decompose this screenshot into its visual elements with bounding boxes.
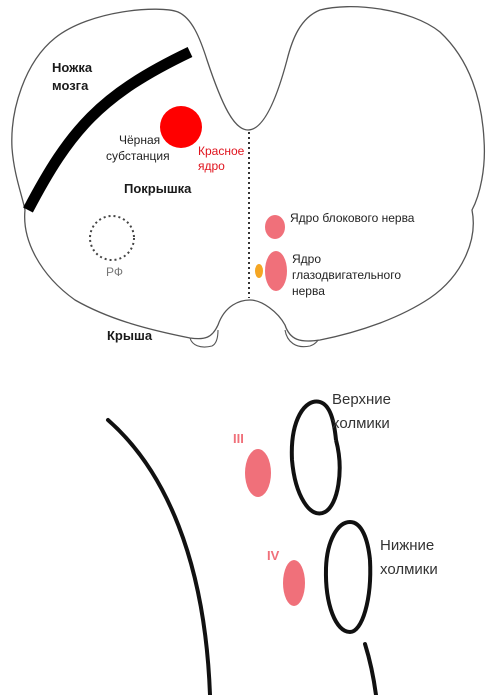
brainstem-edge xyxy=(108,420,210,695)
trochlear-nucleus xyxy=(265,215,285,239)
substantia-nigra-label-2: субстанция xyxy=(106,149,170,163)
brainstem-edge-right xyxy=(365,644,376,695)
substantia-nigra-label-1: Чёрная xyxy=(119,133,160,147)
tegmentum-label: Покрышка xyxy=(124,181,192,196)
nucleus-iii-label: III xyxy=(233,431,244,446)
red-nucleus-label-2: ядро xyxy=(198,159,225,173)
nucleus-iii xyxy=(245,449,271,497)
inferior-colliculi-label-2: холмики xyxy=(380,561,438,578)
brainstem-dorsal-view: III IV Верхние холмики Нижние холмики xyxy=(108,391,438,695)
midbrain-cross-section: Ножка мозга Чёрная субстанция Красное яд… xyxy=(12,7,485,347)
superior-colliculi-label-1: Верхние xyxy=(332,391,391,408)
inferior-colliculus-ring xyxy=(326,522,370,632)
superior-colliculi-label-2: холмики xyxy=(332,415,390,432)
rf-label: РФ xyxy=(106,265,123,279)
nucleus-iv xyxy=(283,560,305,606)
peduncle-label-1: Ножка xyxy=(52,60,93,75)
nucleus-iv-label: IV xyxy=(267,548,280,563)
red-nucleus xyxy=(160,106,202,148)
oculomotor-label-1: Ядро xyxy=(292,252,321,266)
trochlear-nucleus-label: Ядро блокового нерва xyxy=(290,211,415,225)
tectum-label: Крыша xyxy=(107,328,153,343)
accessory-nucleus xyxy=(255,264,263,278)
red-nucleus-label-1: Красное xyxy=(198,144,245,158)
peduncle-label-2: мозга xyxy=(52,78,89,93)
oculomotor-label-2: глазодвигательного xyxy=(292,268,401,282)
oculomotor-label-3: нерва xyxy=(292,284,325,298)
inferior-colliculi-label-1: Нижние xyxy=(380,537,434,554)
oculomotor-nucleus xyxy=(265,251,287,291)
